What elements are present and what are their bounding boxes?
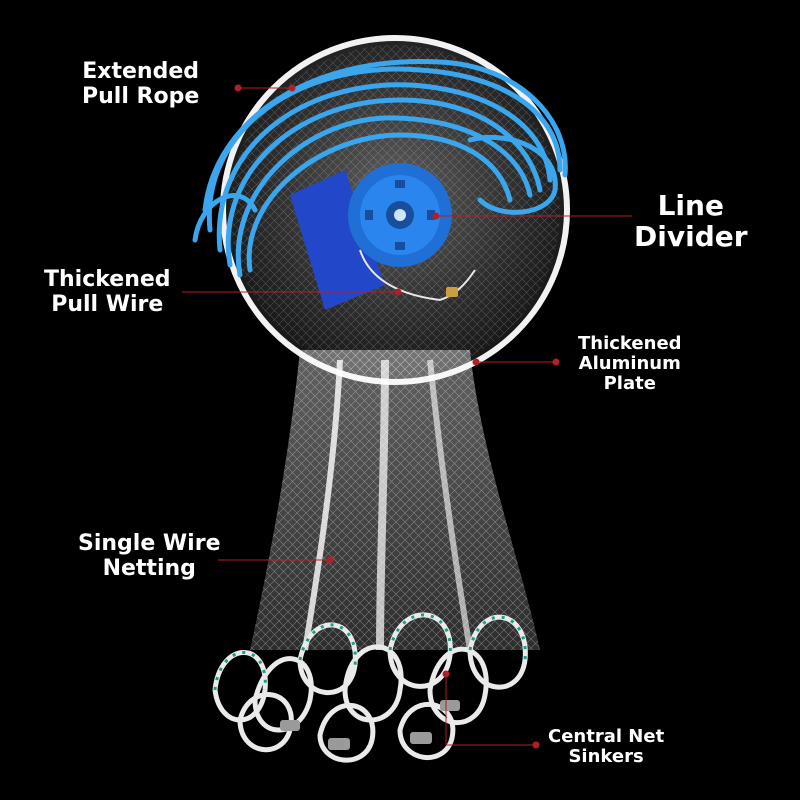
sinker-stripes	[213, 613, 527, 691]
label-extended-pull-rope: Extended Pull Rope	[82, 59, 200, 109]
label-central-net-sinkers: Central Net Sinkers	[548, 726, 665, 768]
pull-wire	[359, 249, 476, 301]
line-divider-disc	[348, 163, 452, 267]
label-line: Line	[657, 189, 724, 222]
label-line: Sinkers	[568, 746, 644, 768]
sinker-weights	[280, 700, 460, 750]
label-line: Single Wire	[78, 531, 221, 556]
label-line: Thickened	[44, 267, 171, 292]
pull-rope-coil	[192, 58, 568, 278]
label-line: Netting	[102, 555, 196, 581]
blue-tag	[290, 170, 385, 310]
label-line: Thickened	[578, 333, 682, 354]
label-thickened-pull-wire: Thickened Pull Wire	[44, 267, 171, 317]
label-line: Plate	[603, 373, 656, 395]
label-thickened-aluminum-plate: Thickened Aluminum Plate	[578, 333, 682, 395]
net-sinkers	[212, 612, 528, 763]
label-line: Pull Rope	[82, 83, 200, 109]
label-line-divider: Line Divider	[634, 190, 748, 253]
label-single-wire-netting: Single Wire Netting	[78, 531, 221, 581]
label-line: Extended	[82, 59, 199, 84]
label-line: Central Net	[548, 726, 665, 747]
netting-body	[250, 350, 540, 651]
label-line: Divider	[634, 220, 748, 254]
label-line: Aluminum	[578, 353, 681, 375]
pointer-lines	[182, 84, 632, 749]
label-line: Pull Wire	[51, 291, 164, 317]
swivel-clip	[446, 287, 458, 297]
